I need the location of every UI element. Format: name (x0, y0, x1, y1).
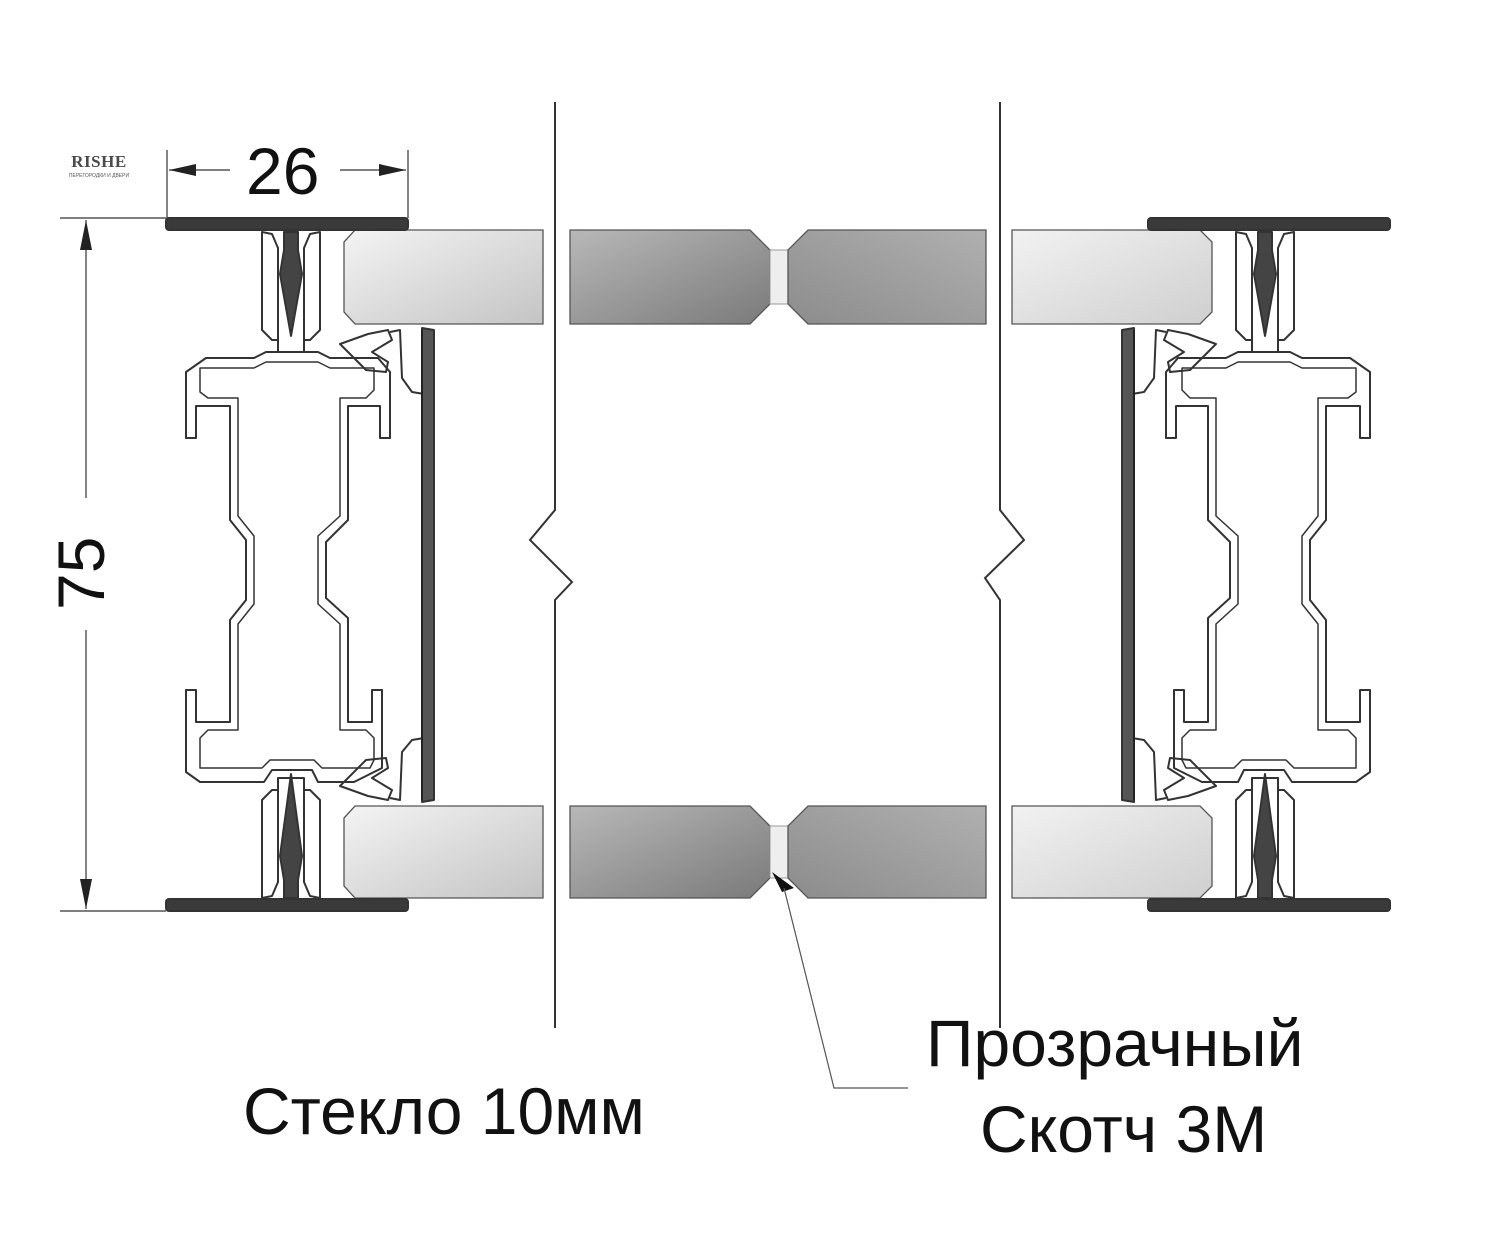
break-line-left (528, 102, 574, 1028)
dimension-height (60, 217, 166, 912)
logo-name: RISHE (71, 152, 127, 171)
dimension-height-value: 75 (44, 536, 118, 610)
right-profile (1121, 217, 1391, 912)
left-profile (165, 217, 435, 912)
glass-top-left-segment (343, 229, 544, 325)
right-top-wedge (1253, 231, 1277, 337)
left-top-wedge (279, 231, 303, 337)
glass-bottom-right-segment (1011, 805, 1213, 899)
dimension-width (166, 150, 409, 218)
tape-label-line1: Прозрачный (926, 1006, 1304, 1080)
right-bottom-wedge (1253, 773, 1277, 899)
left-bottom-wedge (279, 773, 303, 899)
tape-label-line2: Скотч 3M (980, 1092, 1268, 1166)
glass-top-right-segment (1011, 229, 1213, 325)
break-lines (528, 102, 1026, 1028)
glass-top-mid-left-segment (569, 229, 771, 325)
left-cover-strip (421, 327, 435, 803)
tape-leader (772, 872, 908, 1089)
right-top-flange (1147, 217, 1391, 231)
glass-label: Стекло 10мм (243, 1074, 645, 1148)
glass-top (343, 229, 1213, 325)
glass-bottom-left-segment (343, 805, 544, 899)
glass-top-mid-right-segment (787, 229, 987, 325)
company-logo: RISHE ПЕРЕГОРОДКИ И ДВЕРИ (66, 152, 132, 179)
logo-subtitle: ПЕРЕГОРОДКИ И ДВЕРИ (68, 173, 130, 179)
left-top-flange (165, 217, 409, 231)
glass-bottom (343, 805, 1213, 899)
glass-bottom-mid-right-segment (787, 805, 987, 899)
tape-strip-bottom (769, 825, 789, 879)
left-bottom-flange (165, 898, 409, 912)
glass-bottom-mid-left-segment (569, 805, 771, 899)
dimension-width-value: 26 (246, 134, 320, 208)
right-bottom-flange (1147, 898, 1391, 912)
break-line-right (983, 102, 1026, 1028)
right-cover-strip (1121, 327, 1135, 803)
tape-strip-top (769, 249, 789, 305)
